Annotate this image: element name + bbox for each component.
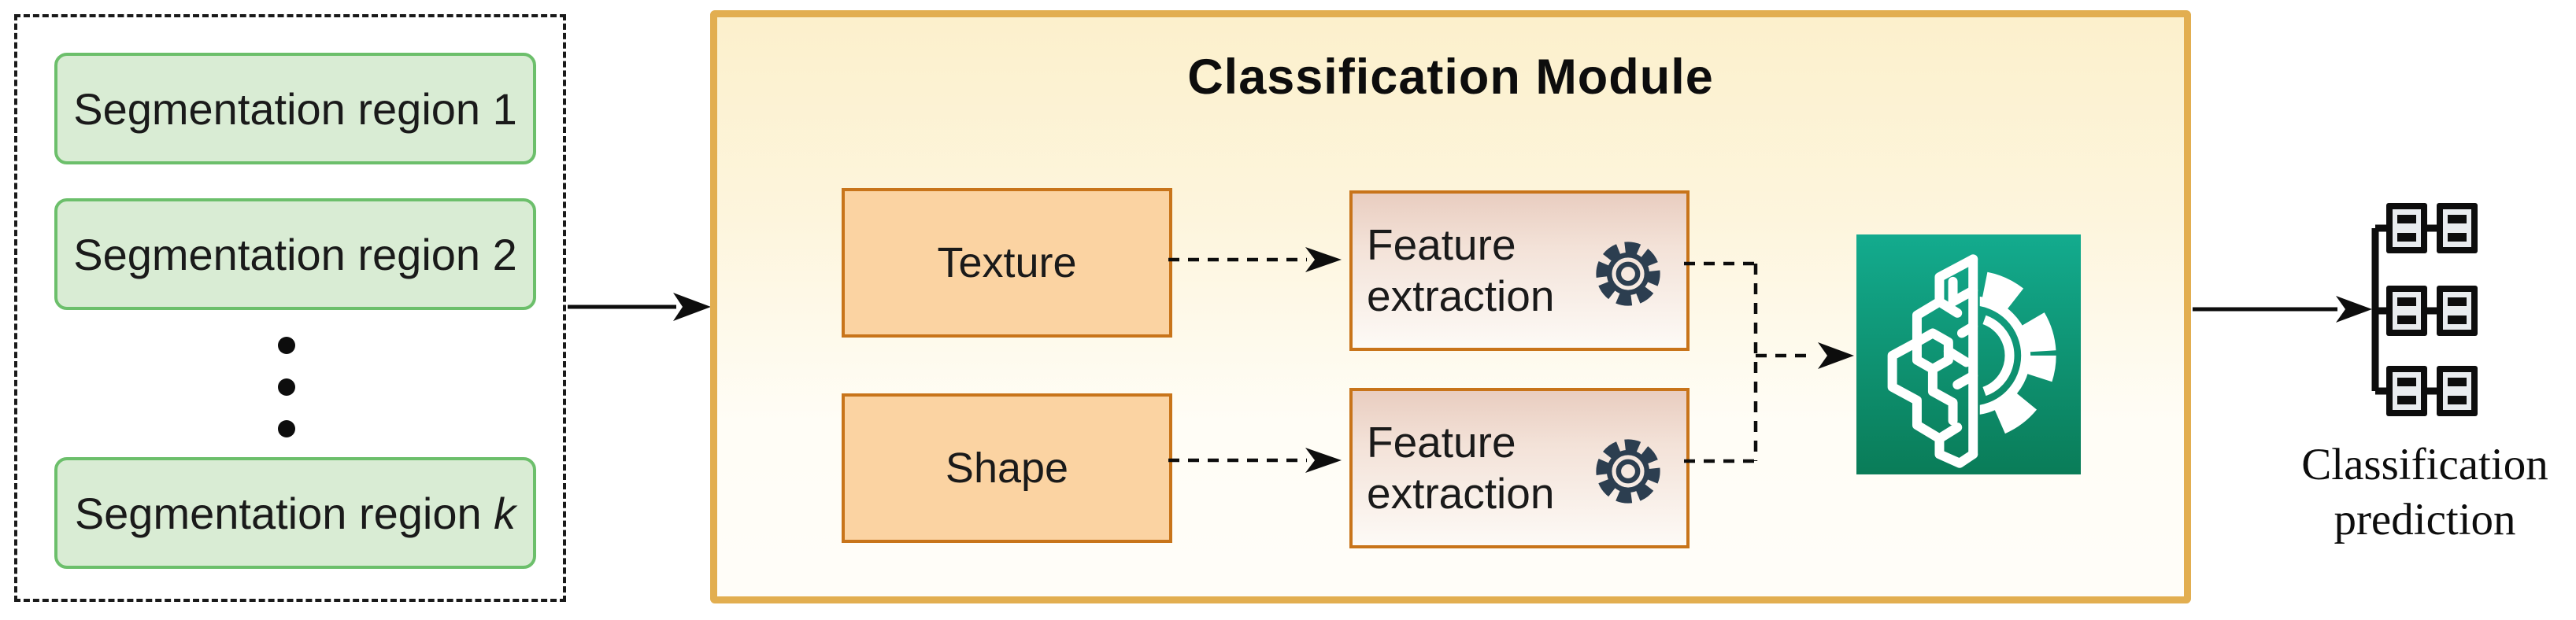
prediction-network-icon [2371,203,2478,416]
feature-extraction-box-texture: Feature extraction [1349,190,1690,351]
ellipsis-dot [278,378,295,396]
ellipsis-dot [278,337,295,354]
classification-prediction-line1: Classification [2301,440,2548,489]
classification-prediction-line2: prediction [2334,494,2516,544]
segmentation-region-1-label: Segmentation region 1 [73,83,517,134]
feature-extraction-label: Feature extraction [1367,220,1555,320]
feature-extraction-label: Feature extraction [1367,418,1555,518]
segmentation-input-panel: Segmentation region 1 Segmentation regio… [14,14,566,602]
classification-prediction-label: Classification prediction [2267,437,2576,547]
shape-label: Shape [945,445,1069,492]
gear-icon [1596,242,1660,306]
gear-icon [1596,439,1660,504]
classification-module-panel: Classification Module Texture Shape Feat… [710,10,2191,603]
texture-label: Texture [937,239,1077,286]
shape-box: Shape [842,393,1172,543]
segmentation-region-k-box: Segmentation region k [54,457,536,569]
segmentation-region-k-label: Segmentation region k [75,488,516,539]
input-to-module-arrow [568,293,711,321]
texture-box: Texture [842,188,1172,338]
segmentation-region-2-box: Segmentation region 2 [54,198,536,310]
brain-gear-icon [1856,234,2081,474]
module-to-prediction-arrow [2193,296,2372,323]
segmentation-region-k-variable: k [494,488,516,538]
feature-extraction-box-shape: Feature extraction [1349,388,1690,548]
segmentation-region-k-prefix: Segmentation region [74,488,494,538]
classification-module-title: Classification Module [1187,50,1714,105]
segmentation-region-1-box: Segmentation region 1 [54,53,536,164]
ellipsis-dot [278,420,295,437]
segmentation-region-2-label: Segmentation region 2 [73,229,517,279]
